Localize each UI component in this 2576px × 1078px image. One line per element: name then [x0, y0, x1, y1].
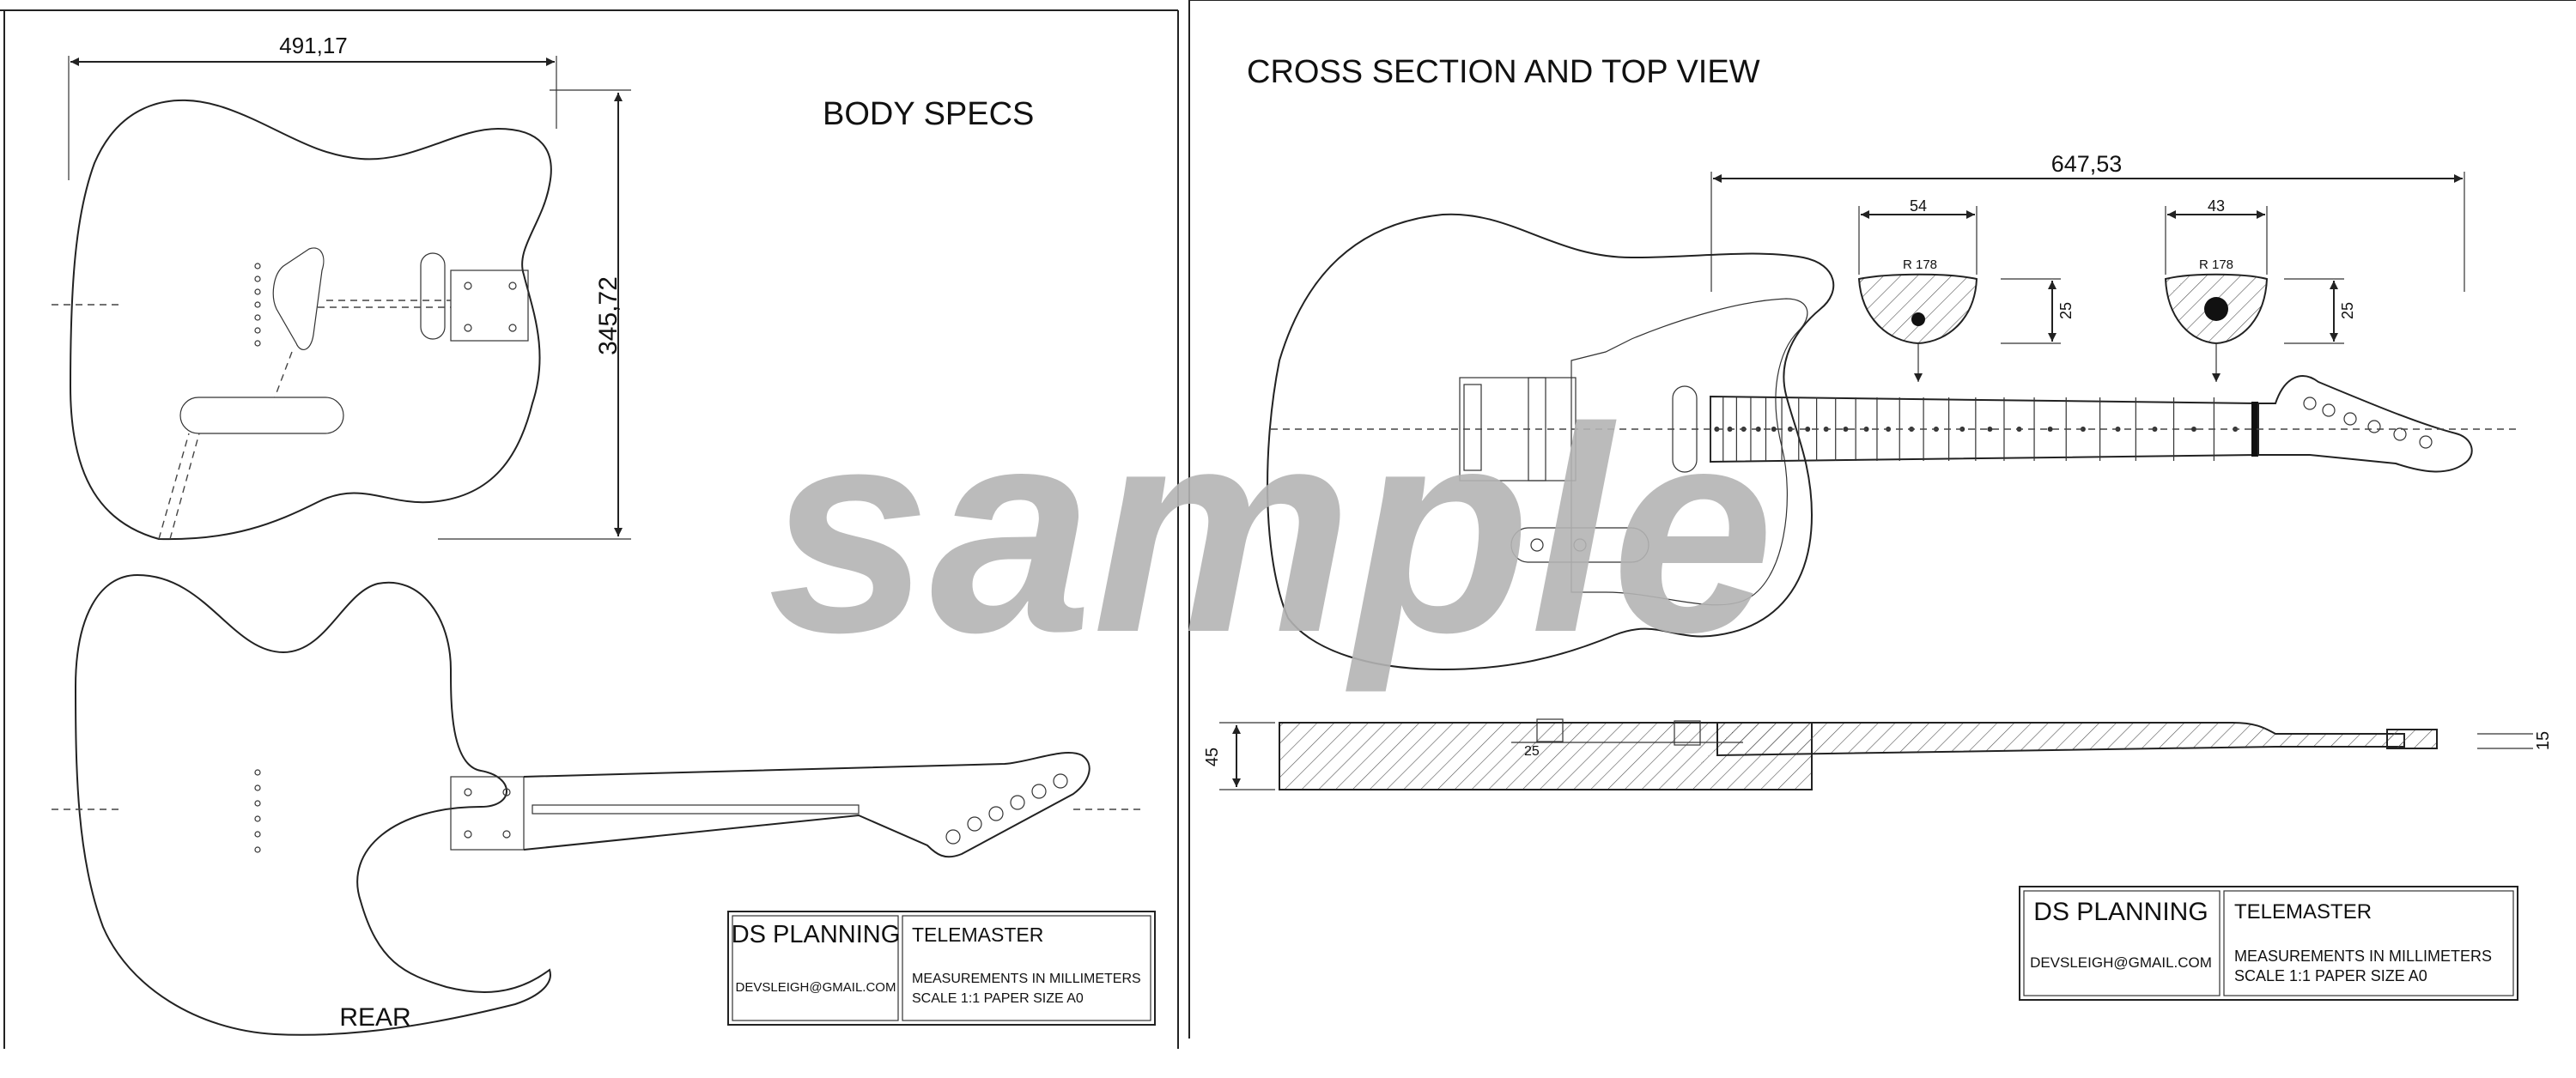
- body-outline-rear: [74, 573, 551, 1036]
- neck-pickup-outline: [420, 252, 446, 340]
- section-2-radius: R 178: [2199, 257, 2233, 272]
- control-cavity-outline: [179, 397, 344, 434]
- rear-label: REAR: [339, 1003, 410, 1032]
- units-note: MEASUREMENTS IN MILLIMETERS: [2234, 948, 2492, 965]
- fret-marker: [1805, 427, 1811, 432]
- top-view-body: [1267, 213, 1835, 671]
- height-dimension: 345,72: [438, 89, 631, 540]
- left-sheet: BODY SPECS 491,17 345,72: [52, 33, 1142, 1036]
- scale-note: SCALE 1:1 PAPER SIZE A0: [2234, 967, 2427, 984]
- company-name: DS PLANNING: [2033, 898, 2208, 926]
- string-holes-front: [254, 263, 261, 347]
- neck-plate-outline: [450, 270, 529, 342]
- scale-note: SCALE 1:1 PAPER SIZE A0: [912, 991, 1084, 1006]
- body-thickness-label: 45: [1203, 748, 1222, 766]
- fret-marker: [1987, 427, 1993, 432]
- control-plate: [1510, 527, 1649, 563]
- pickguard-outline: [1571, 298, 1808, 606]
- fret-marker: [1843, 427, 1849, 432]
- company-name: DS PLANNING: [732, 921, 901, 948]
- headstock-outline: [2257, 375, 2473, 473]
- sample-watermark: sample: [768, 367, 1774, 694]
- headstock-thickness-label: 15: [2534, 731, 2553, 750]
- model-name: TELEMASTER: [912, 924, 1043, 946]
- fret-marker: [2190, 427, 2196, 432]
- scale-length-label: 647,53: [2051, 151, 2123, 177]
- cavity-outline: [272, 247, 325, 350]
- section-1-radius: R 178: [1903, 257, 1937, 272]
- side-cross-section: 25 45 15: [1203, 718, 2553, 790]
- company-email: DEVSLEIGH@GMAIL.COM: [2030, 954, 2212, 971]
- frets: [1710, 397, 2239, 461]
- bridge-outline: [1459, 377, 1546, 481]
- rear-neck-plate: [450, 776, 525, 851]
- body-outline-front: [69, 99, 552, 541]
- page-frames: [0, 0, 2576, 1049]
- width-label: 491,17: [279, 33, 348, 58]
- pocket-depth-label: 25: [1524, 744, 1540, 759]
- scale-length-dimension: 647,53: [1710, 151, 2465, 292]
- title-block-right: DS PLANNING DEVSLEIGH@GMAIL.COM TELEMAST…: [2019, 886, 2518, 1001]
- fret-marker: [2047, 427, 2053, 432]
- tuner-holes-rear: [945, 773, 1068, 845]
- section-2-depth: 25: [2339, 302, 2356, 319]
- fret-marker: [1771, 427, 1777, 432]
- tuner-holes-top: [2303, 397, 2433, 449]
- section-1-width: 54: [1910, 197, 1927, 215]
- title-block-left: DS PLANNING DEVSLEIGH@GMAIL.COM TELEMAST…: [727, 911, 1156, 1026]
- width-dimension: 491,17: [68, 33, 557, 180]
- units-note: MEASUREMENTS IN MILLIMETERS: [912, 972, 1141, 986]
- string-holes-rear: [254, 769, 261, 853]
- company-email: DEVSLEIGH@GMAIL.COM: [736, 980, 896, 995]
- body-specs-title: BODY SPECS: [823, 96, 1034, 132]
- rear-neck-outline: [523, 752, 1091, 858]
- model-name: TELEMASTER: [2234, 900, 2372, 924]
- neck-section-2: 43 R 178 25: [2164, 197, 2356, 382]
- right-sheet: CROSS SECTION AND TOP VIEW 647,53 54 R 1…: [1203, 54, 2553, 790]
- cross-section-title: CROSS SECTION AND TOP VIEW: [1247, 54, 1760, 90]
- section-2-width: 43: [2208, 197, 2225, 215]
- height-label: 345,72: [594, 276, 623, 355]
- neck-section-1: 54 R 178 25: [1857, 197, 2075, 382]
- truss-rod-channel: [532, 804, 860, 815]
- section-1-depth: 25: [2057, 302, 2075, 319]
